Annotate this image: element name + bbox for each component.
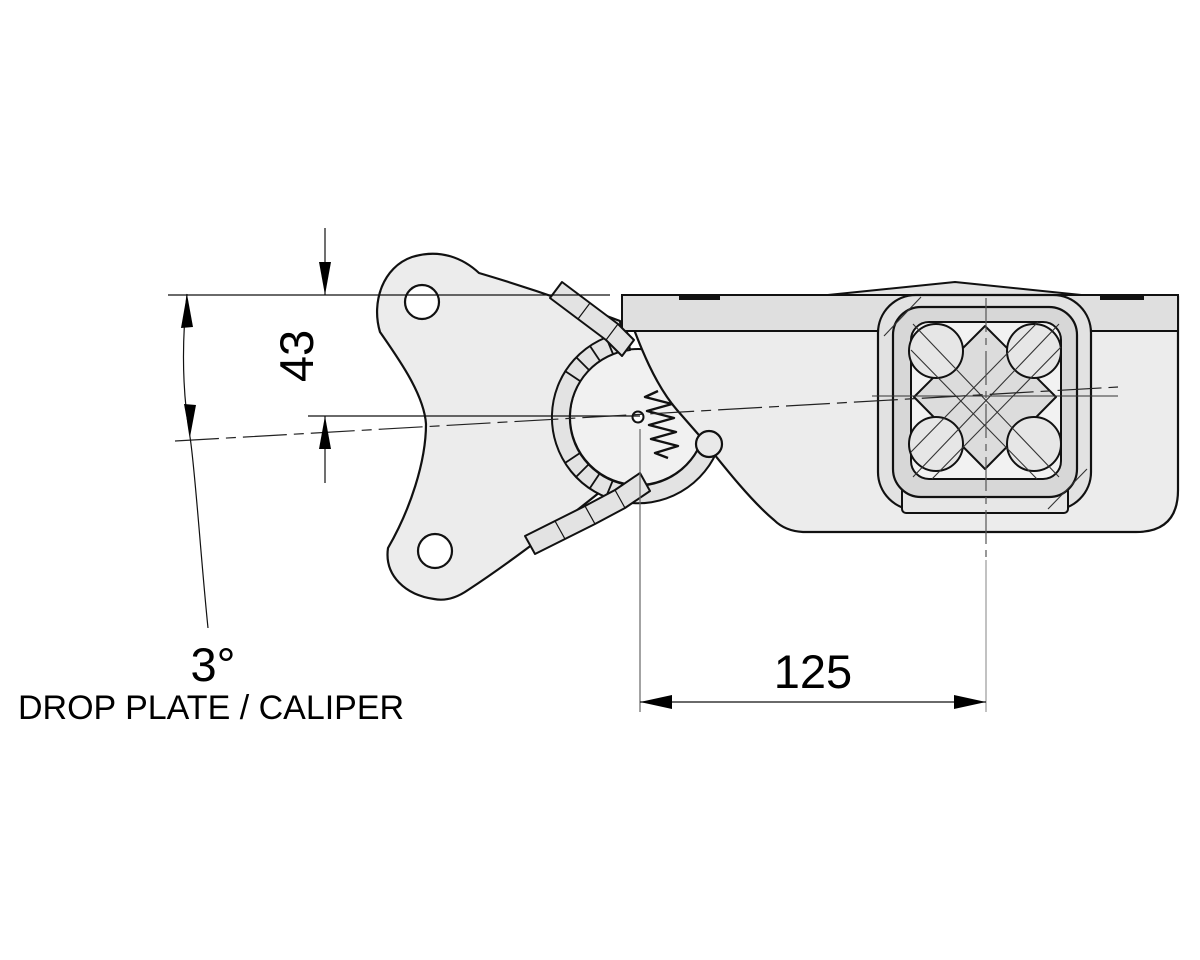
axle-tube-section — [876, 293, 1093, 514]
drop-plate-hole-bottom — [416, 532, 454, 570]
pivot-center-dot — [631, 410, 645, 424]
flange-slot-right — [1100, 295, 1144, 300]
spring-icon — [643, 389, 680, 460]
rubber-cord-bottom-right — [1006, 416, 1062, 472]
angle-label: 3° — [191, 638, 236, 691]
section-hatching — [883, 296, 1088, 510]
flange-slot-left — [679, 295, 720, 300]
stop-pin-boss — [694, 429, 724, 459]
dim-43-label: 43 — [270, 330, 323, 382]
arrow-down-icon — [319, 262, 331, 295]
arrow-right-icon — [954, 695, 986, 709]
angle-arc — [182, 293, 209, 629]
dimension-125: 125 — [640, 645, 986, 709]
arrow-up-icon — [319, 416, 331, 449]
angle-dimension-3deg: 3° DROP PLATE / CALIPER — [18, 293, 404, 727]
dim-125-label: 125 — [774, 645, 852, 698]
pivot-hub-front — [631, 389, 724, 460]
angle-caption: DROP PLATE / CALIPER — [18, 689, 404, 727]
dimension-43: 43 — [168, 228, 610, 483]
arrow-left-icon — [640, 695, 672, 709]
arrow-down-icon — [184, 404, 196, 437]
arrow-up-icon — [181, 294, 193, 328]
drop-plate-hole-top — [403, 283, 441, 321]
rubber-cord-bottom-left — [908, 416, 964, 472]
serrated-clamp-upper — [549, 281, 635, 357]
centerlines — [174, 298, 1119, 712]
rubber-cord-top-left — [908, 323, 964, 379]
